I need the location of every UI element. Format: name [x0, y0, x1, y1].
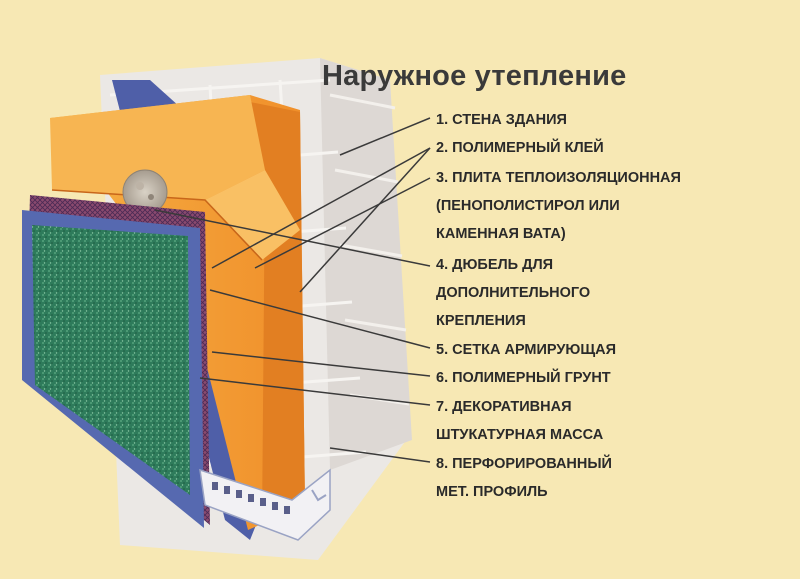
legend-item-5-label: 5. СЕТКА АРМИРУЮЩАЯ [436, 342, 617, 358]
leader-line-3 [254, 177, 431, 269]
legend-item-4-label-line-3: КРЕПЛЕНИЯ [436, 313, 526, 329]
diagram-title: Наружное утепление [322, 60, 627, 92]
legend-item-5: 5. СЕТКА АРМИРУЮЩАЯ [436, 336, 616, 364]
legend-item-6: 6. ПОЛИМЕРНЫЙ ГРУНТ [436, 364, 611, 392]
leader-lines [154, 117, 431, 463]
legend-item-8-label-line-2: МЕТ. ПРОФИЛЬ [436, 484, 548, 500]
insulation-board [50, 95, 305, 530]
legend-item-3-label-line-2: (ПЕНОПОЛИСТИРОЛ ИЛИ [436, 198, 620, 214]
legend-item-2: 2. ПОЛИМЕРНЫЙ КЛЕЙ [436, 134, 604, 162]
legend-item-2-label: 2. ПОЛИМЕРНЫЙ КЛЕЙ [436, 140, 604, 156]
legend-item-3-label: 3. ПЛИТА ТЕПЛОИЗОЛЯЦИОННАЯ [436, 170, 681, 186]
decorative-plaster [32, 225, 190, 495]
leader-line-4 [154, 209, 431, 267]
leader-line-8 [329, 447, 431, 463]
perforated-metal-profile [199, 468, 331, 541]
legend-item-1-label: 1. СТЕНА ЗДАНИЯ [436, 112, 567, 128]
dowel [122, 169, 168, 215]
legend-item-6-label: 6. ПОЛИМЕРНЫЙ ГРУНТ [436, 370, 611, 386]
leader-line-5 [209, 289, 431, 349]
leader-line-1 [339, 117, 431, 156]
leader-line-2b [299, 147, 431, 293]
legend-item-1: 1. СТЕНА ЗДАНИЯ [436, 106, 567, 134]
legend-item-3: 3. ПЛИТА ТЕПЛОИЗОЛЯЦИОННАЯ (ПЕНОПОЛИСТИР… [436, 164, 681, 248]
legend-item-4-label: 4. ДЮБЕЛЬ ДЛЯ [436, 257, 554, 273]
legend-item-8: 8. ПЕРФОРИРОВАННЫЙ МЕТ. ПРОФИЛЬ [436, 450, 612, 506]
legend-item-4-label-line-2: ДОПОЛНИТЕЛЬНОГО [436, 285, 591, 301]
leader-line-7 [199, 377, 431, 406]
legend-item-7-label-line-2: ШТУКАТУРНАЯ МАССА [436, 427, 604, 443]
leader-line-6 [211, 351, 431, 377]
legend-item-3-label-line-3: КАМЕННАЯ ВАТА) [436, 226, 566, 242]
legend-item-7: 7. ДЕКОРАТИВНАЯ ШТУКАТУРНАЯ МАССА [436, 393, 603, 449]
leader-line-2a [211, 147, 431, 269]
legend-item-8-label: 8. ПЕРФОРИРОВАННЫЙ [436, 456, 612, 472]
legend-item-7-label: 7. ДЕКОРАТИВНАЯ [436, 399, 572, 415]
legend-item-4: 4. ДЮБЕЛЬ ДЛЯ ДОПОЛНИТЕЛЬНОГО КРЕПЛЕНИЯ [436, 251, 590, 335]
